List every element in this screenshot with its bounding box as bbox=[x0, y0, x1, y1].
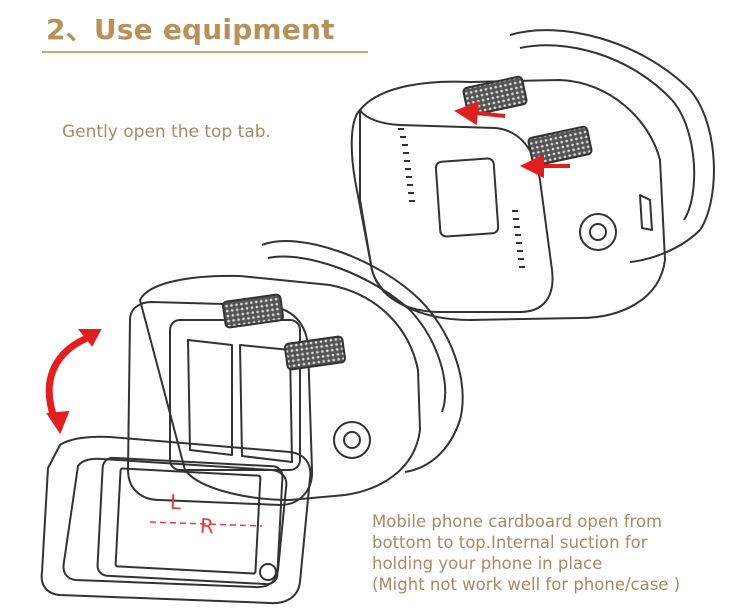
step2-caption: Mobile phone cardboard open from bottom … bbox=[372, 511, 732, 595]
caption-line: bottom to top.Internal suction for bbox=[372, 532, 732, 553]
headset-top bbox=[352, 30, 714, 320]
lens-right-label: R bbox=[199, 514, 214, 539]
caption-line: holding your phone in place bbox=[372, 553, 732, 574]
caption-line: Mobile phone cardboard open from bbox=[372, 511, 732, 532]
open-close-arrow bbox=[48, 330, 100, 432]
vent-holes bbox=[398, 128, 525, 268]
caption-line: (Might not work well for phone/case ) bbox=[372, 574, 732, 595]
lens-left-label: L bbox=[169, 490, 181, 515]
